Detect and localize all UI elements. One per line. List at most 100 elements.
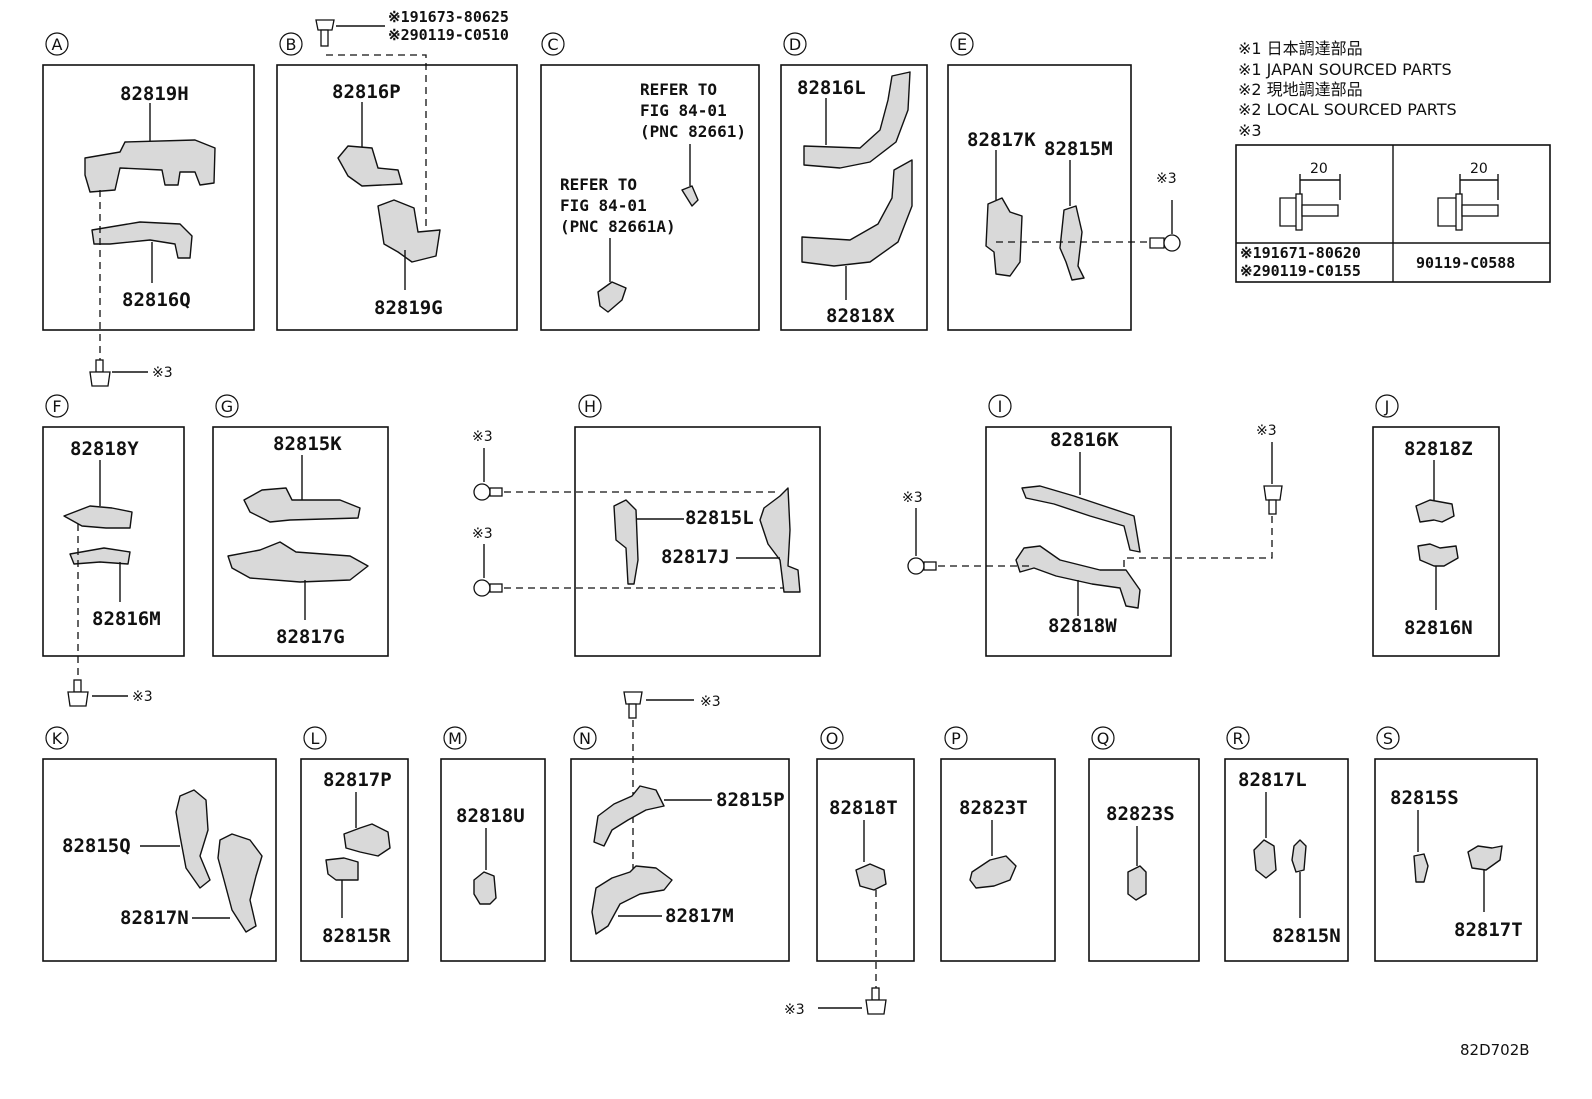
- part-label-82816k[interactable]: 82816K: [1050, 429, 1119, 451]
- legend-left-part-2[interactable]: ※290119-C0155: [1240, 262, 1361, 280]
- part-label-82818w[interactable]: 82818W: [1048, 615, 1117, 637]
- part-82818y[interactable]: [63, 505, 133, 529]
- part-82815r[interactable]: [325, 857, 359, 881]
- ref2-line2[interactable]: FIG 84-01: [560, 196, 647, 215]
- part-label-82815l[interactable]: 82815L: [685, 507, 754, 529]
- panel-a-box: [42, 64, 255, 331]
- legend-right-part[interactable]: 90119-C0588: [1416, 254, 1515, 272]
- part-label-82817j[interactable]: 82817J: [661, 546, 730, 568]
- part-82817g[interactable]: [227, 541, 369, 583]
- part-82817l[interactable]: [1253, 839, 1277, 879]
- legend-line-4: ※2 LOCAL SOURCED PARTS: [1238, 100, 1457, 119]
- part-82815l[interactable]: [613, 499, 639, 585]
- part-82823s[interactable]: [1127, 865, 1147, 901]
- part-label-82815r[interactable]: 82815R: [322, 925, 391, 947]
- part-82816m[interactable]: [69, 547, 131, 565]
- part-label-82817k[interactable]: 82817K: [967, 129, 1036, 151]
- part-label-82816l[interactable]: 82816L: [797, 77, 866, 99]
- panel-e: E 82817K 82815M ※3: [947, 32, 1181, 331]
- part-82818u[interactable]: [473, 871, 497, 905]
- part-82817j[interactable]: [759, 487, 801, 593]
- part-82815n[interactable]: [1291, 839, 1307, 873]
- mark-3-i-right: ※3: [1256, 423, 1277, 439]
- part-82818x[interactable]: [801, 159, 913, 267]
- part-label-82818t[interactable]: 82818T: [829, 797, 898, 819]
- panel-l-marker: [303, 726, 327, 750]
- part-label-82817t[interactable]: 82817T: [1454, 919, 1523, 941]
- part-label-82817g[interactable]: 82817G: [276, 626, 345, 648]
- part-label-82818y[interactable]: 82818Y: [70, 438, 139, 460]
- part-label-82817l[interactable]: 82817L: [1238, 769, 1307, 791]
- part-label-82815s[interactable]: 82815S: [1390, 787, 1459, 809]
- part-label-82815k[interactable]: 82815K: [273, 433, 342, 455]
- panel-s-marker: [1376, 726, 1400, 750]
- part-label-82818x[interactable]: 82818X: [826, 305, 895, 327]
- part-label-82816q[interactable]: 82816Q: [122, 289, 191, 311]
- part-ref-82661a[interactable]: [597, 281, 627, 313]
- panel-f: F 82818Y 82816M ※3: [42, 394, 185, 707]
- part-label-82823s[interactable]: 82823S: [1106, 803, 1175, 825]
- part-82823t[interactable]: [969, 855, 1017, 889]
- part-label-82815n[interactable]: 82815N: [1272, 925, 1341, 947]
- part-82815s[interactable]: [1413, 853, 1429, 883]
- part-82816l[interactable]: [803, 71, 911, 169]
- part-82816q[interactable]: [91, 221, 193, 259]
- bolt-b-partno-2[interactable]: ※290119-C0510: [388, 26, 509, 44]
- legend-left-part-1[interactable]: ※191671-80620: [1240, 244, 1361, 262]
- part-82817p[interactable]: [343, 823, 391, 857]
- part-label-82815p[interactable]: 82815P: [716, 789, 785, 811]
- part-82816p[interactable]: [337, 145, 403, 187]
- panel-c: C REFER TO FIG 84-01 (PNC 82661) REFER T…: [540, 32, 760, 331]
- part-82815p[interactable]: [593, 785, 665, 847]
- part-label-82818u[interactable]: 82818U: [456, 805, 525, 827]
- part-label-82819h[interactable]: 82819H: [120, 83, 189, 105]
- part-ref-82661[interactable]: [681, 185, 699, 207]
- part-82815k[interactable]: [243, 487, 361, 523]
- ref2-line1[interactable]: REFER TO: [560, 175, 637, 194]
- part-82816n[interactable]: [1417, 543, 1459, 567]
- part-82817n[interactable]: [217, 833, 263, 933]
- part-82819g[interactable]: [377, 199, 441, 263]
- panel-l: L 82817P 82815R: [300, 726, 409, 962]
- panel-k-marker: [45, 726, 69, 750]
- legend-line-3: ※2 現地調達部品: [1238, 80, 1363, 99]
- part-82818w[interactable]: [1015, 545, 1141, 609]
- bolt-f: [67, 679, 89, 707]
- bolt-b: [315, 19, 335, 47]
- part-label-82816n[interactable]: 82816N: [1404, 617, 1473, 639]
- panel-c-letter: C: [547, 35, 558, 54]
- ref1-line2[interactable]: FIG 84-01: [640, 101, 727, 120]
- panel-b-letter: B: [286, 35, 297, 54]
- part-label-82823t[interactable]: 82823T: [959, 797, 1028, 819]
- panel-g-marker: [215, 394, 239, 418]
- part-82818t[interactable]: [855, 863, 887, 891]
- panel-i-letter: I: [998, 397, 1003, 416]
- part-82815q[interactable]: [175, 789, 211, 889]
- panel-m-marker: [443, 726, 467, 750]
- panel-d-letter: D: [789, 35, 801, 54]
- part-label-82817p[interactable]: 82817P: [323, 769, 392, 791]
- panel-l-box: [300, 758, 409, 962]
- part-label-82817n[interactable]: 82817N: [120, 907, 189, 929]
- panel-b-box: [276, 64, 518, 331]
- ref1-line1[interactable]: REFER TO: [640, 80, 717, 99]
- panel-p-letter: P: [951, 729, 961, 748]
- part-82817k[interactable]: [985, 197, 1023, 277]
- part-label-82816p[interactable]: 82816P: [332, 81, 401, 103]
- bolt-e: [1149, 234, 1181, 252]
- part-82817t[interactable]: [1467, 845, 1503, 871]
- ref2-line3[interactable]: (PNC 82661A): [560, 217, 676, 236]
- part-82817m[interactable]: [591, 865, 673, 935]
- bolt-b-partno-1[interactable]: ※191673-80625: [388, 8, 509, 26]
- part-82818z[interactable]: [1415, 499, 1455, 523]
- part-label-82818z[interactable]: 82818Z: [1404, 438, 1473, 460]
- part-82816k[interactable]: [1021, 485, 1141, 553]
- part-label-82817m[interactable]: 82817M: [665, 905, 734, 927]
- part-label-82816m[interactable]: 82816M: [92, 608, 161, 630]
- part-82815m[interactable]: [1059, 205, 1085, 281]
- part-label-82819g[interactable]: 82819G: [374, 297, 443, 319]
- part-label-82815q[interactable]: 82815Q: [62, 835, 131, 857]
- part-label-82815m[interactable]: 82815M: [1044, 138, 1113, 160]
- part-82819h[interactable]: [84, 139, 216, 193]
- ref1-line3[interactable]: (PNC 82661): [640, 122, 746, 141]
